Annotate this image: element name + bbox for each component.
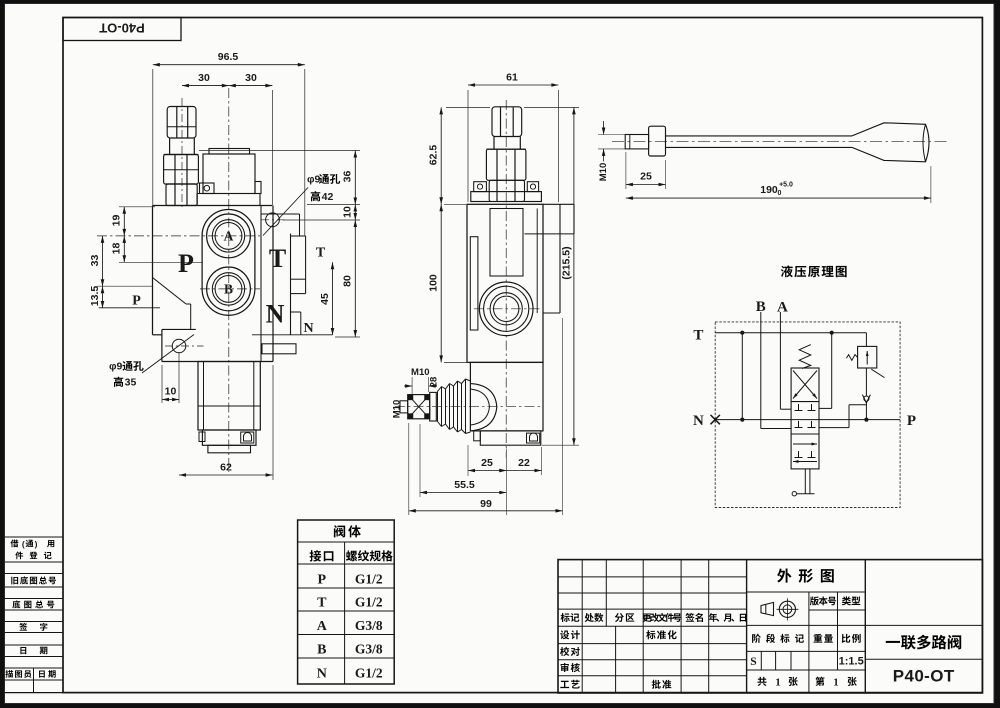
- svg-text:19: 19: [111, 215, 123, 227]
- svg-text:45: 45: [319, 293, 331, 305]
- svg-text:1:1.5: 1:1.5: [839, 656, 864, 668]
- svg-text:N: N: [317, 667, 327, 682]
- svg-text:φ9: φ9: [109, 361, 123, 373]
- svg-text:T: T: [317, 596, 327, 611]
- svg-text:42: 42: [322, 191, 334, 203]
- svg-text:55.5: 55.5: [454, 479, 475, 491]
- svg-text:35: 35: [125, 377, 137, 389]
- svg-text:P: P: [178, 249, 194, 278]
- svg-text:28: 28: [429, 377, 440, 388]
- svg-text:G3/8: G3/8: [355, 641, 383, 656]
- svg-text:N: N: [693, 413, 704, 429]
- svg-text:190: 190: [760, 184, 778, 196]
- svg-text:G1/2: G1/2: [355, 665, 383, 680]
- svg-text:33: 33: [89, 255, 101, 267]
- svg-text:B: B: [756, 299, 766, 315]
- svg-text:30: 30: [245, 72, 257, 84]
- svg-text:61: 61: [506, 72, 518, 84]
- svg-text:18: 18: [111, 243, 123, 255]
- svg-text:T: T: [693, 327, 703, 343]
- svg-text:100: 100: [428, 274, 440, 292]
- svg-text:G1/2: G1/2: [355, 594, 383, 609]
- svg-text:25: 25: [640, 171, 652, 183]
- svg-text:99: 99: [480, 498, 492, 510]
- svg-text:N: N: [303, 321, 313, 336]
- svg-text:22: 22: [518, 457, 530, 469]
- svg-text:96.5: 96.5: [218, 51, 239, 63]
- svg-text:P: P: [907, 413, 916, 429]
- svg-text:30: 30: [198, 72, 210, 84]
- svg-text:): ): [35, 539, 38, 549]
- svg-text:1: 1: [775, 676, 781, 688]
- svg-text:A: A: [317, 619, 328, 634]
- svg-text:P40-OT: P40-OT: [893, 666, 955, 685]
- svg-text:+5.0: +5.0: [779, 182, 793, 189]
- svg-text:10: 10: [342, 206, 354, 218]
- svg-text:B: B: [317, 643, 326, 658]
- svg-text:φ9: φ9: [307, 174, 321, 186]
- svg-text:P: P: [132, 294, 141, 309]
- svg-text:A: A: [224, 229, 234, 244]
- svg-text:62: 62: [220, 462, 232, 474]
- svg-text:0: 0: [778, 190, 782, 197]
- svg-text:G1/2: G1/2: [355, 571, 383, 586]
- svg-text:T: T: [269, 244, 286, 273]
- svg-text:62.5: 62.5: [428, 145, 440, 166]
- svg-text:M10: M10: [391, 400, 402, 418]
- svg-text:M10: M10: [598, 163, 609, 181]
- svg-text:P40-OT: P40-OT: [99, 20, 145, 35]
- svg-text:10: 10: [165, 386, 177, 398]
- svg-text:25: 25: [481, 457, 493, 469]
- svg-text:G3/8: G3/8: [355, 618, 383, 633]
- svg-text:13.5: 13.5: [89, 286, 101, 307]
- svg-text:B: B: [224, 282, 233, 297]
- svg-text:P: P: [318, 573, 327, 588]
- svg-text:80: 80: [342, 275, 354, 287]
- svg-text:T: T: [316, 246, 326, 261]
- svg-text:(: (: [22, 539, 25, 549]
- svg-text:1: 1: [833, 676, 839, 688]
- svg-text:S: S: [750, 656, 756, 668]
- svg-text:M10: M10: [411, 367, 429, 378]
- svg-text:36: 36: [342, 171, 354, 183]
- svg-text:(215.5): (215.5): [561, 246, 573, 279]
- svg-text:A: A: [777, 299, 788, 315]
- svg-text:N: N: [266, 300, 285, 329]
